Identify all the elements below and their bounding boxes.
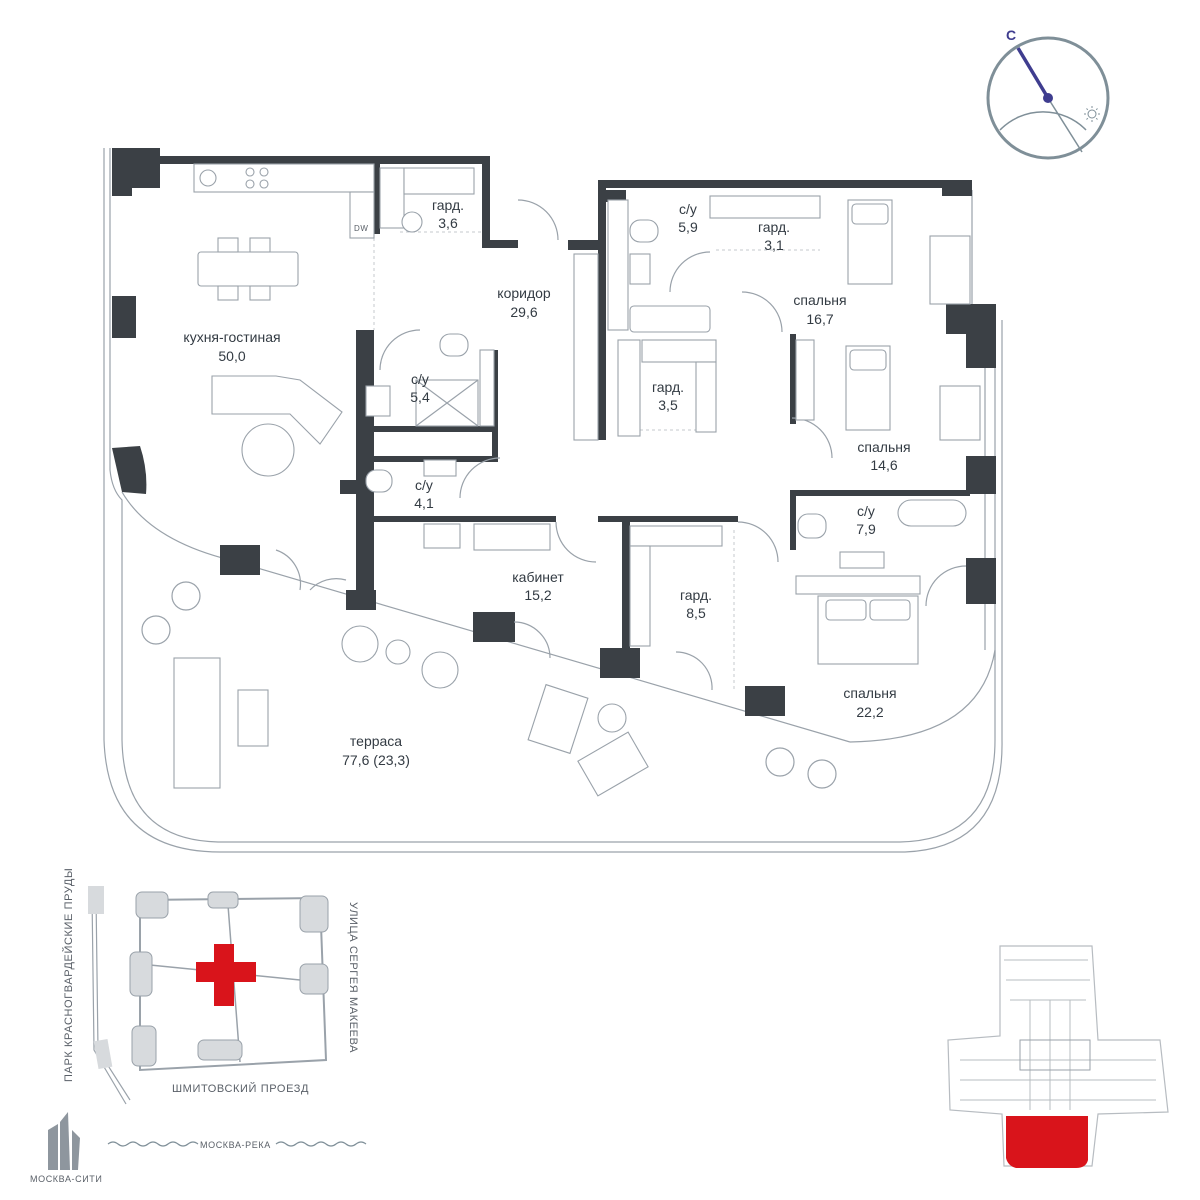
room-name-wardrobe4: гард.: [680, 587, 712, 603]
room-name-terrace: терраса: [350, 733, 402, 749]
room-area-terrace: 77,6 (23,3): [342, 752, 410, 768]
room-area-bath1: 5,4: [410, 389, 430, 405]
floor-key-plan: [947, 945, 1169, 1168]
room-name-bath3: с/у: [679, 201, 697, 217]
room-name-bedroom1: спальня: [793, 292, 846, 308]
dishwasher-label: DW: [354, 224, 369, 233]
street-right-label: УЛИЦА СЕРГЕЯ МАКЕЕВА: [347, 902, 359, 1053]
room-name-bath4: с/у: [857, 503, 875, 519]
room-area-wardrobe3: 3,5: [658, 397, 678, 413]
room-name-wardrobe2: гард.: [758, 219, 790, 235]
compass-needle: [1016, 47, 1050, 99]
terrace-furniture: [141, 581, 837, 797]
room-area-bedroom3: 22,2: [856, 704, 883, 720]
building-highlight: [196, 944, 256, 1006]
fixtures: [365, 167, 967, 647]
moscow-city-icon: [48, 1112, 80, 1170]
room-area-wardrobe2: 3,1: [764, 237, 784, 253]
city-label: МОСКВА-СИТИ: [30, 1174, 102, 1184]
room-area-bath2: 4,1: [414, 495, 434, 511]
river-label: МОСКВА-РЕКА: [200, 1140, 271, 1150]
room-area-kitchen: 50,0: [218, 348, 245, 364]
room-area-wardrobe1: 3,6: [438, 215, 458, 231]
room-name-bath1: с/у: [411, 371, 429, 387]
kitchen-furniture: [193, 163, 375, 477]
compass: С: [986, 27, 1110, 160]
room-area-bath4: 7,9: [856, 521, 876, 537]
room-area-bedroom2: 14,6: [870, 457, 897, 473]
room-area-wardrobe4: 8,5: [686, 605, 706, 621]
site-map: ПАРК КРАСНОГВАРДЕЙСКИЕ ПРУДЫ УЛИЦА СЕРГЕ…: [30, 868, 367, 1184]
room-name-study: кабинет: [512, 569, 564, 585]
compass-north-label: С: [1006, 27, 1016, 43]
walls: [112, 148, 996, 716]
room-area-bedroom1: 16,7: [806, 311, 833, 327]
room-name-wardrobe3: гард.: [652, 379, 684, 395]
room-name-bath2: с/у: [415, 477, 433, 493]
room-name-corridor: коридор: [497, 285, 551, 301]
park-label: ПАРК КРАСНОГВАРДЕЙСКИЕ ПРУДЫ: [62, 868, 75, 1082]
street-bottom-label: ШМИТОВСКИЙ ПРОЕЗД: [172, 1082, 309, 1095]
room-area-study: 15,2: [524, 587, 551, 603]
room-area-bath3: 5,9: [678, 219, 698, 235]
bedroom-furniture: [423, 199, 981, 665]
room-name-bedroom3: спальня: [843, 685, 896, 701]
sun-icon: [1084, 106, 1100, 122]
room-name-kitchen: кухня-гостиная: [183, 329, 280, 345]
room-labels: кухня-гостиная 50,0 гард. 3,6 коридор 29…: [183, 197, 910, 768]
apartment-highlight: [1006, 1116, 1088, 1168]
room-area-corridor: 29,6: [510, 304, 537, 320]
room-name-wardrobe1: гард.: [432, 197, 464, 213]
room-name-bedroom2: спальня: [857, 439, 910, 455]
